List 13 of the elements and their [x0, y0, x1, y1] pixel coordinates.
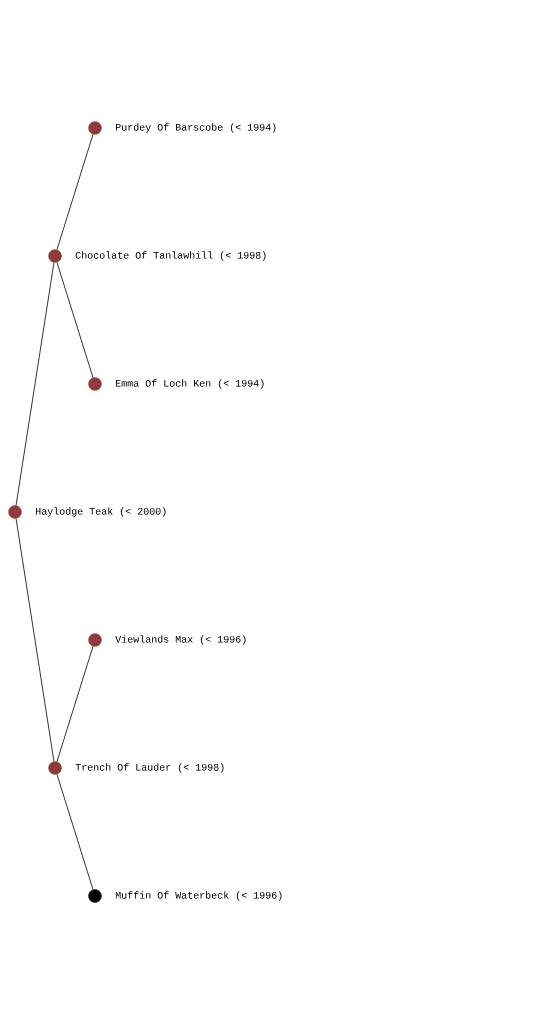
name-label: Trench Of Lauder (< 1998) — [75, 763, 224, 773]
connector-line — [15, 262, 55, 506]
name-label: Haylodge Teak (< 2000) — [36, 507, 166, 517]
connector-line — [56, 774, 94, 890]
name-label: Emma Of Loch Ken (< 1994) — [116, 379, 264, 389]
connector-line — [56, 262, 94, 378]
connector-line — [56, 134, 94, 250]
connector-line — [15, 518, 55, 762]
name-label: Chocolate Of Tanlawhill (< 1998) — [75, 251, 266, 261]
name-label: Purdey Of Barscobe (< 1994) — [116, 123, 276, 133]
name-label: Muffin Of Waterbeck (< 1996) — [115, 891, 282, 901]
connector-line — [56, 646, 94, 762]
name-label: Viewlands Max (< 1996) — [115, 635, 246, 645]
